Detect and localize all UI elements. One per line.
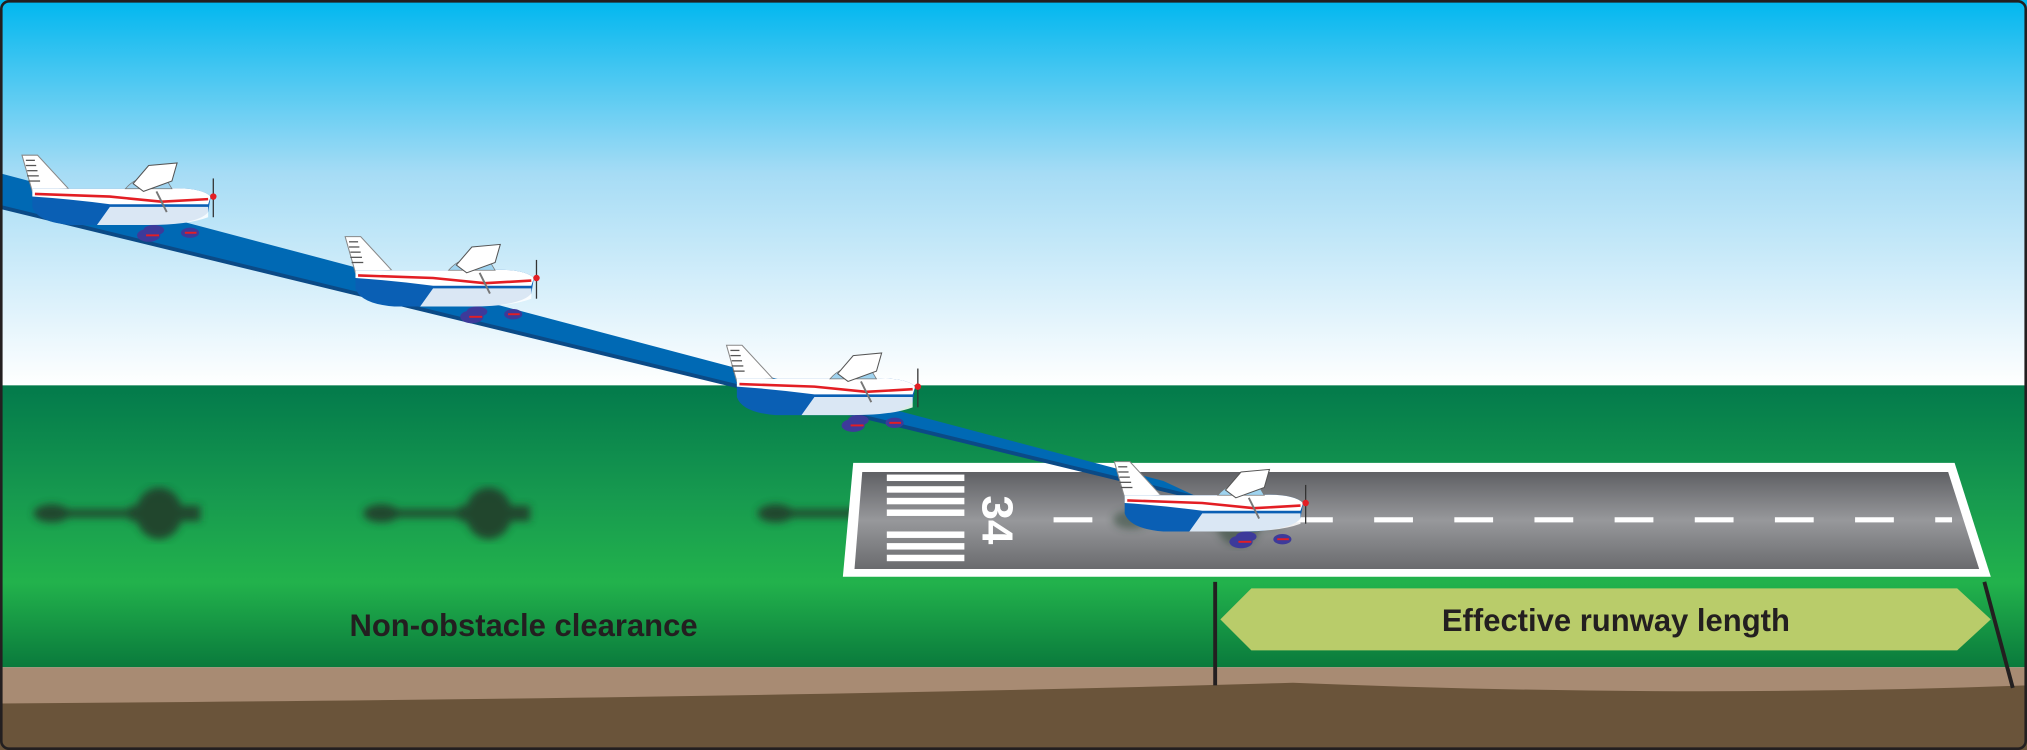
effective-length-arrow: [1220, 588, 1991, 651]
glide-path: [0, 173, 1203, 500]
effective-length-end-line: [1982, 581, 2015, 689]
glide-path-edge: [0, 205, 1203, 502]
threshold-markings: [886, 474, 965, 562]
non-obstacle-clearance-label: Non-obstacle clearance: [349, 608, 697, 643]
runway: 34: [842, 462, 1991, 577]
soil-lower: [0, 682, 2027, 750]
runway-number: 34: [972, 495, 1021, 544]
sky: [0, 0, 2027, 386]
effective-runway-length-label: Effective runway length: [1442, 603, 1790, 638]
